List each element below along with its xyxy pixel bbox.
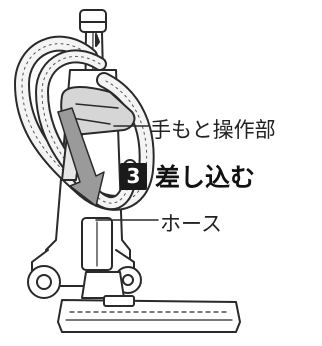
insert-arrow <box>57 107 105 207</box>
floor-nozzle <box>57 271 241 333</box>
step-instruction: 3 差し込む <box>120 158 255 194</box>
handle-label: 手もと操作部 <box>150 118 276 142</box>
hose-label: ホース <box>160 212 222 236</box>
step-number-badge: 3 <box>120 162 147 190</box>
step-action-text: 差し込む <box>155 163 256 192</box>
